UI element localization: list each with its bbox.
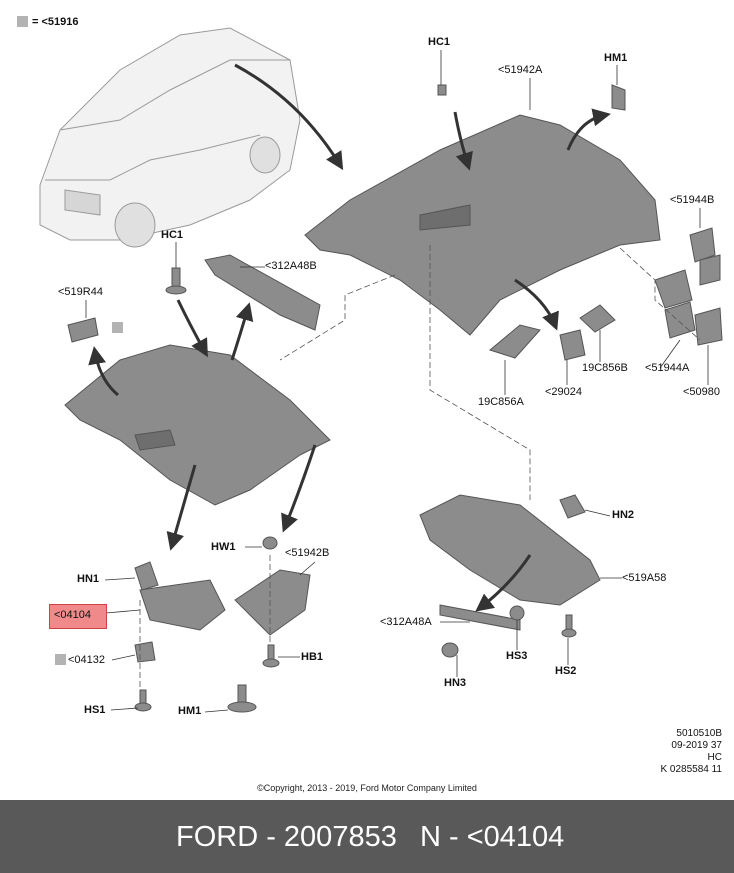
label-hm1-top: HM1: [604, 52, 628, 64]
leader-lines: [85, 50, 709, 713]
label-hb1: HB1: [301, 651, 324, 663]
label-hw1: HW1: [211, 541, 236, 553]
label-hs1: HS1: [84, 704, 106, 716]
copyright-notice: ©Copyright, 2013 - 2019, Ford Motor Comp…: [257, 783, 477, 793]
label-51944b: <51944B: [670, 194, 715, 206]
legend-swatch-519r44: [112, 322, 123, 333]
meta-line: 09-2019 37: [671, 740, 722, 751]
headliner-main: [304, 114, 661, 336]
label-51942b: <51942B: [285, 547, 330, 559]
label-hs2: HS2: [555, 665, 577, 677]
label-hn1: HN1: [77, 573, 100, 585]
meta-line: HC: [707, 752, 722, 763]
footer-reference: N - <04104: [420, 821, 565, 853]
vehicle-illustration: [39, 27, 301, 248]
legend-swatch-04132: [55, 654, 66, 665]
label-hn2: HN2: [612, 509, 635, 521]
arrow-vehicle-to-headliner: [234, 63, 344, 171]
label-312a48a: <312A48A: [380, 616, 432, 628]
label-hs3: HS3: [506, 650, 528, 662]
label-519a58: <519A58: [622, 572, 667, 584]
label-51942a: <51942A: [498, 64, 543, 76]
label-29024: <29024: [545, 386, 583, 398]
label-19c856a: 19C856A: [478, 396, 524, 408]
label-hm1-bottom: HM1: [178, 705, 202, 717]
label-hc1-left: HC1: [161, 229, 184, 241]
footer-part-number: FORD - 2007853: [176, 821, 397, 853]
label-19c856b: 19C856B: [582, 362, 628, 374]
parts-diagram: [39, 27, 723, 713]
label-519r44: <519R44: [58, 286, 103, 298]
meta-line: K 0285584 11: [660, 764, 722, 775]
legend-swatch: [17, 16, 28, 27]
label-hn3: HN3: [444, 677, 467, 689]
headliner-rear: [64, 344, 331, 506]
label-312a48b: <312A48B: [265, 260, 317, 272]
assembly-arrows: [88, 108, 611, 612]
small-parts: [67, 84, 723, 713]
highlight-04104: [49, 604, 107, 629]
overhead-console: [419, 494, 601, 606]
label-04104: <04104: [54, 609, 92, 621]
guide-lines: [139, 245, 701, 690]
meta-line: 5010510B: [676, 728, 722, 739]
legend-text: = <51916: [32, 16, 79, 28]
label-04132: <04132: [68, 654, 106, 666]
label-hc1-top: HC1: [428, 36, 451, 48]
label-50980: <50980: [683, 386, 721, 398]
label-51944a: <51944A: [645, 362, 690, 374]
diagram-metadata: 5010510B 09-2019 37 HC K 0285584 11: [660, 728, 722, 776]
footer-bar: FORD - 2007853 N - <04104: [0, 800, 734, 873]
